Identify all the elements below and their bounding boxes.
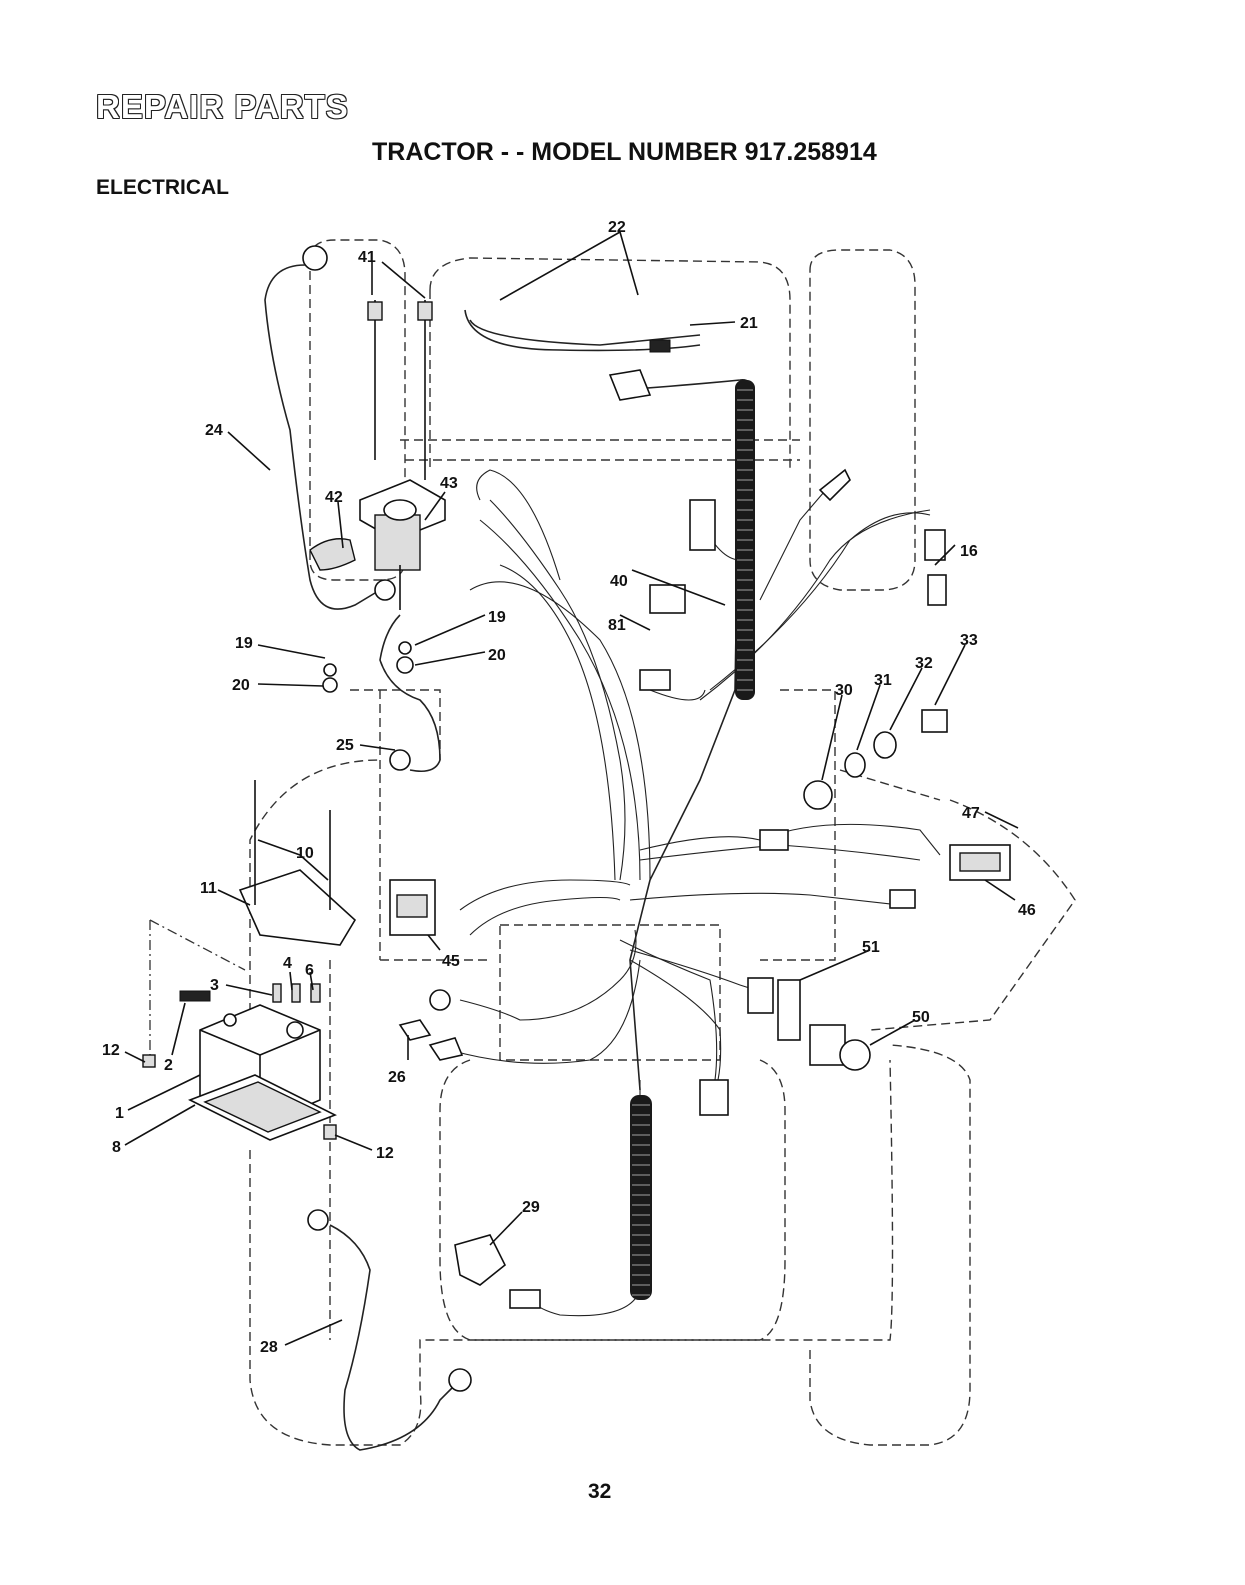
callout-46: 46 [1018, 902, 1036, 919]
callout-2: 2 [164, 1057, 173, 1074]
callout-42: 42 [325, 489, 343, 506]
callout-19-left: 19 [235, 635, 253, 652]
battery [143, 780, 355, 1140]
callout-40: 40 [610, 573, 628, 590]
callout-12-right: 12 [376, 1145, 394, 1162]
callout-28: 28 [260, 1339, 278, 1356]
page-number: 32 [588, 1480, 611, 1504]
callout-4: 4 [283, 955, 292, 972]
callout-1: 1 [115, 1105, 124, 1122]
callout-22: 22 [608, 219, 626, 236]
callout-41: 41 [358, 249, 376, 266]
callout-20-left: 20 [232, 677, 250, 694]
callout-24: 24 [205, 422, 223, 439]
callout-19-right: 19 [488, 609, 506, 626]
callout-26: 26 [388, 1069, 406, 1086]
callout-labels: 22 21 41 24 42 43 16 40 81 19 20 19 20 3… [102, 219, 1036, 1356]
callout-3: 3 [210, 977, 219, 994]
callout-12-left: 12 [102, 1042, 120, 1059]
callout-81: 81 [608, 617, 626, 634]
callout-11: 11 [200, 880, 217, 897]
callout-31: 31 [874, 672, 892, 689]
callout-30: 30 [835, 682, 853, 699]
callout-20-right: 20 [488, 647, 506, 664]
solenoid-assembly [310, 300, 445, 610]
callout-33: 33 [960, 632, 978, 649]
frame-outlines [150, 240, 1075, 1445]
wire-harness [450, 310, 940, 1316]
callout-21: 21 [740, 315, 758, 332]
callout-50: 50 [912, 1009, 930, 1026]
callout-8: 8 [112, 1139, 121, 1156]
switch-parts [323, 340, 1010, 1308]
callout-29: 29 [522, 1199, 540, 1216]
leader-lines [125, 232, 1018, 1345]
callout-32: 32 [915, 655, 933, 672]
callout-10: 10 [296, 845, 314, 862]
callout-25: 25 [336, 737, 354, 754]
callout-43: 43 [440, 475, 458, 492]
callout-6: 6 [305, 962, 314, 979]
callout-51: 51 [862, 939, 880, 956]
callout-47: 47 [962, 805, 980, 822]
callout-45: 45 [442, 953, 460, 970]
callout-16: 16 [960, 543, 978, 560]
